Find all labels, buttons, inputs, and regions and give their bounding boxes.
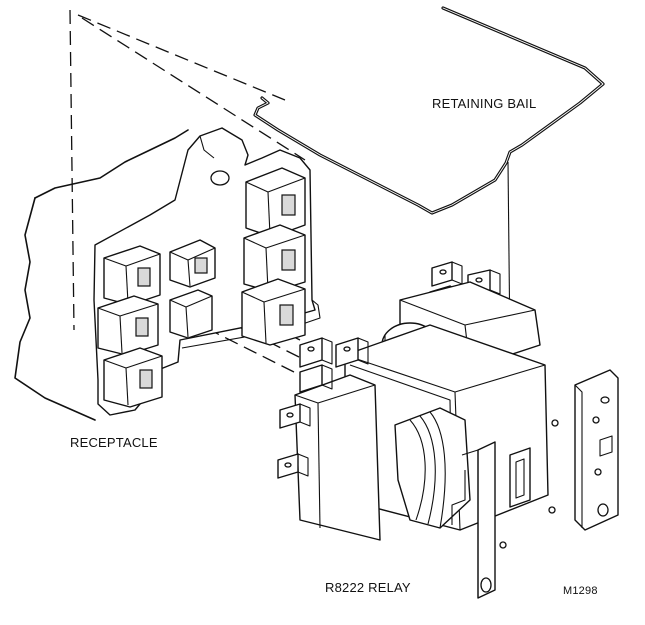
relay: [277, 261, 619, 599]
relay-terminal: [299, 337, 333, 368]
relay-terminal: [277, 453, 309, 479]
receptacle-connector: [169, 239, 216, 288]
receptacle-connector: [103, 245, 161, 306]
label-relay: R8222 RELAY: [325, 580, 411, 595]
relay-terminal: [299, 364, 333, 393]
receptacle: [14, 127, 321, 421]
relay-terminal: [431, 261, 463, 287]
relay-mounting-bracket: [574, 369, 619, 531]
relay-terminal: [279, 403, 311, 429]
receptacle-connector: [243, 224, 306, 293]
receptacle-connector: [169, 289, 213, 339]
receptacle-connector: [245, 167, 306, 238]
receptacle-connector: [103, 347, 163, 408]
relay-front-bracket: [451, 441, 496, 599]
relay-terminal: [335, 337, 369, 368]
receptacle-connector: [241, 278, 306, 346]
figure-id: M1298: [563, 585, 598, 597]
receptacle-connector: [97, 295, 159, 356]
label-retaining-bail: RETAINING BAIL: [432, 96, 537, 111]
label-receptacle: RECEPTACLE: [70, 435, 158, 450]
